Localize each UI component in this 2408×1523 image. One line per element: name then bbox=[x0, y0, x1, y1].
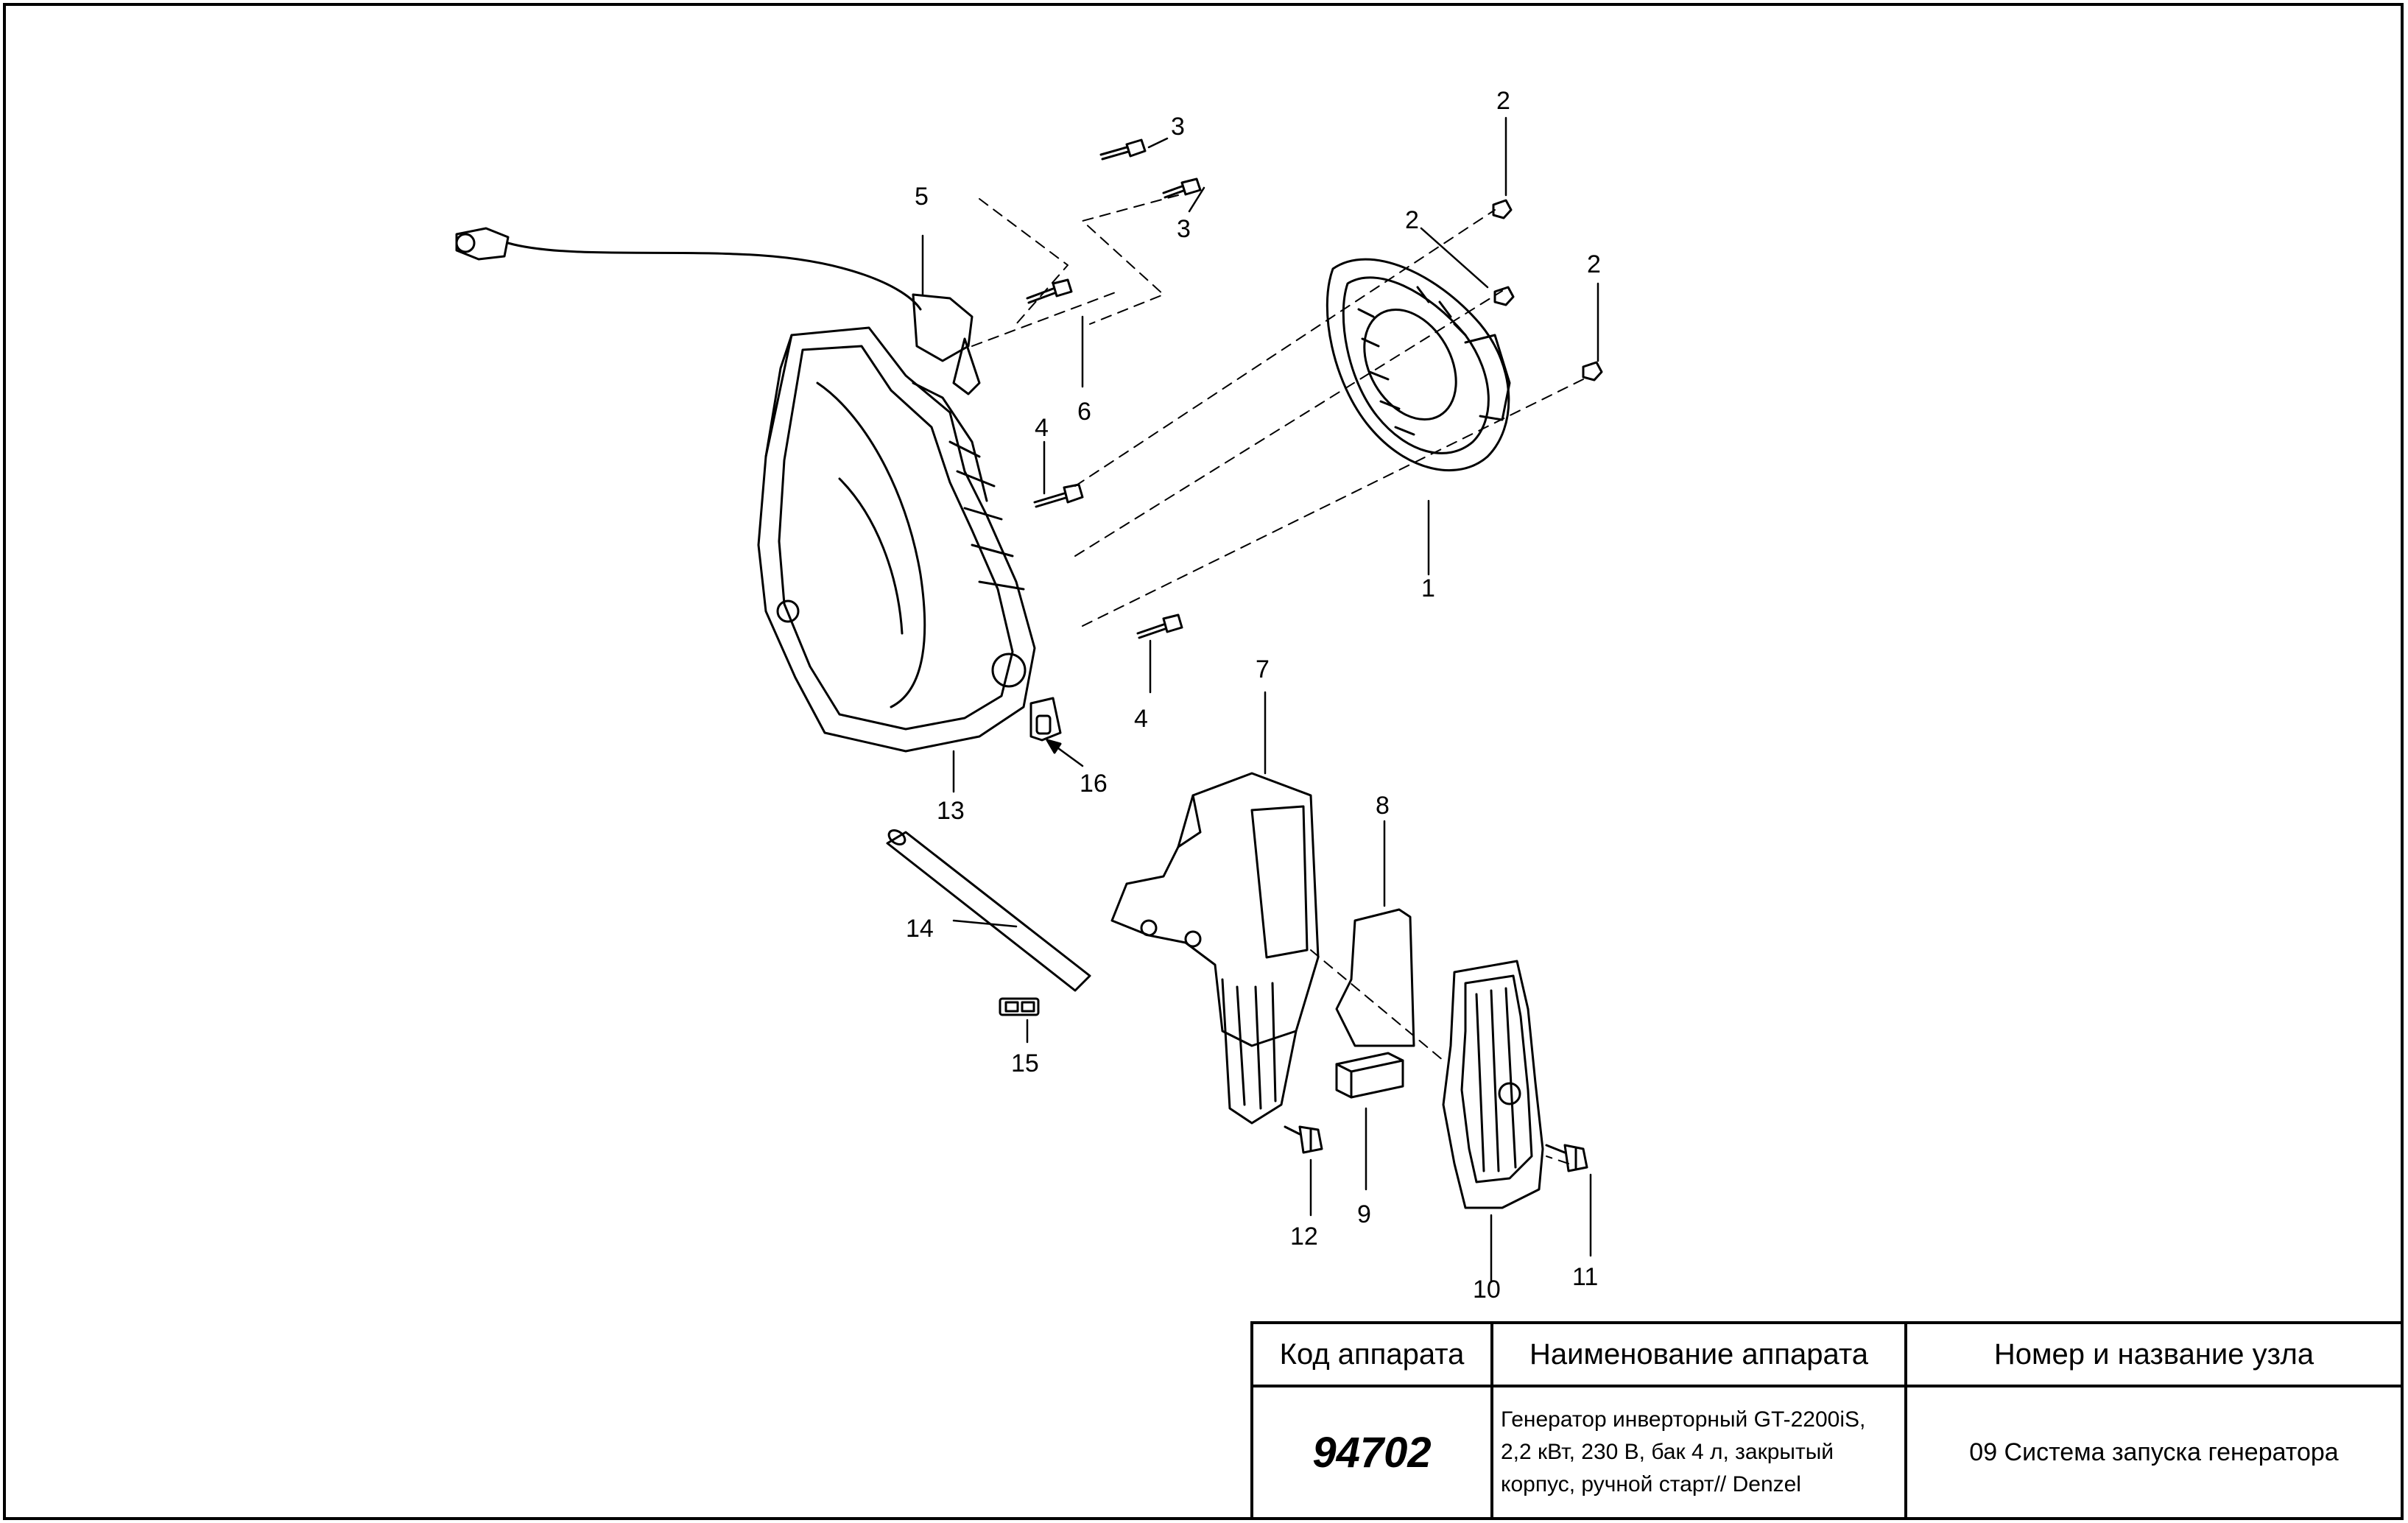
header-node: Номер и название узла bbox=[1904, 1321, 2404, 1387]
bolt-part-3-upper bbox=[1099, 138, 1147, 161]
bolt-part-3-lower bbox=[1162, 177, 1202, 199]
callout-4-upper: 4 bbox=[1035, 414, 1049, 442]
callout-3-lower: 3 bbox=[1177, 215, 1191, 243]
bolt-part-2-top bbox=[1492, 199, 1513, 219]
callout-1: 1 bbox=[1421, 574, 1435, 602]
callout-11: 11 bbox=[1572, 1263, 1598, 1291]
callout-2-right: 2 bbox=[1587, 250, 1601, 278]
header-name: Наименование аппарата bbox=[1490, 1321, 1907, 1387]
bolt-part-6 bbox=[1026, 278, 1073, 304]
callout-15: 15 bbox=[1011, 1049, 1039, 1077]
apparatus-name: Генератор инверторный GT-2200iS, 2,2 кВт… bbox=[1490, 1385, 1907, 1520]
callout-2-top: 2 bbox=[1496, 87, 1510, 115]
leader-lines bbox=[921, 116, 1599, 1283]
starter-housing-part-13 bbox=[757, 326, 1036, 753]
assembly-node: 09 Система запуска генератора bbox=[1904, 1385, 2404, 1520]
apparatus-name-line-2: 2,2 кВт, 230 В, бак 4 л, закрытый bbox=[1501, 1440, 1834, 1464]
screw-part-11 bbox=[1545, 1144, 1588, 1172]
apparatus-code: 94702 bbox=[1250, 1385, 1493, 1520]
title-block: Код аппарата Наименование аппарата Номер… bbox=[1250, 1321, 2404, 1520]
recoil-starter-cover-part-1 bbox=[1326, 258, 1511, 472]
drawing-frame bbox=[3, 3, 2404, 1520]
clip-part-16 bbox=[1029, 697, 1062, 742]
callout-8: 8 bbox=[1376, 792, 1390, 820]
apparatus-name-line-1: Генератор инверторный GT-2200iS, bbox=[1501, 1407, 1866, 1432]
handle-grip-part-10 bbox=[1442, 960, 1544, 1209]
apparatus-name-line-3: корпус, ручной старт// Denzel bbox=[1501, 1472, 1801, 1496]
arrow-head-16 bbox=[1046, 739, 1062, 754]
screw-part-12 bbox=[1284, 1125, 1323, 1154]
pad-part-8 bbox=[1335, 908, 1415, 1047]
bolt-part-2-middle bbox=[1493, 286, 1515, 306]
callout-4-lower: 4 bbox=[1134, 705, 1148, 733]
callout-5: 5 bbox=[915, 183, 929, 211]
rod-part-14 bbox=[886, 829, 1091, 992]
bolt-part-4-lower bbox=[1136, 613, 1183, 639]
callout-13: 13 bbox=[937, 797, 965, 825]
callout-numbers: 1 2 2 2 3 3 4 4 5 6 7 8 9 10 11 12 13 14… bbox=[906, 87, 1601, 1304]
header-code: Код аппарата bbox=[1250, 1321, 1493, 1387]
callout-10: 10 bbox=[1473, 1276, 1501, 1304]
callout-2-middle: 2 bbox=[1405, 206, 1419, 234]
callout-16: 16 bbox=[1080, 770, 1108, 798]
handle-bracket-part-7 bbox=[1110, 772, 1320, 1125]
callout-14: 14 bbox=[906, 915, 934, 943]
callout-7: 7 bbox=[1256, 655, 1270, 683]
callout-6: 6 bbox=[1077, 398, 1091, 426]
callout-12: 12 bbox=[1290, 1223, 1318, 1251]
block-part-9 bbox=[1335, 1052, 1404, 1099]
bolt-part-4-upper bbox=[1033, 483, 1084, 508]
bolt-part-2-right bbox=[1582, 361, 1603, 381]
ignition-wire-part-5 bbox=[455, 227, 981, 395]
callout-3-upper: 3 bbox=[1171, 113, 1185, 141]
fastener-part-15 bbox=[999, 997, 1040, 1016]
callout-9: 9 bbox=[1357, 1200, 1371, 1228]
